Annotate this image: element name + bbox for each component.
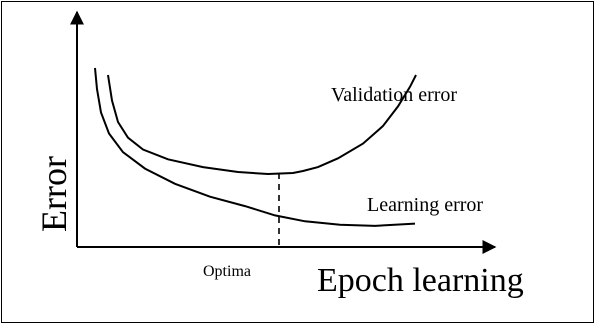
y-axis-label: Error — [34, 156, 74, 232]
learning-error-curve — [94, 67, 416, 227]
learning-error-label: Learning error — [367, 194, 483, 216]
x-axis-label: Epoch learning — [317, 262, 524, 299]
validation-error-label: Validation error — [331, 84, 457, 106]
validation-error-curve — [107, 74, 417, 176]
optima-label: Optima — [203, 263, 251, 280]
